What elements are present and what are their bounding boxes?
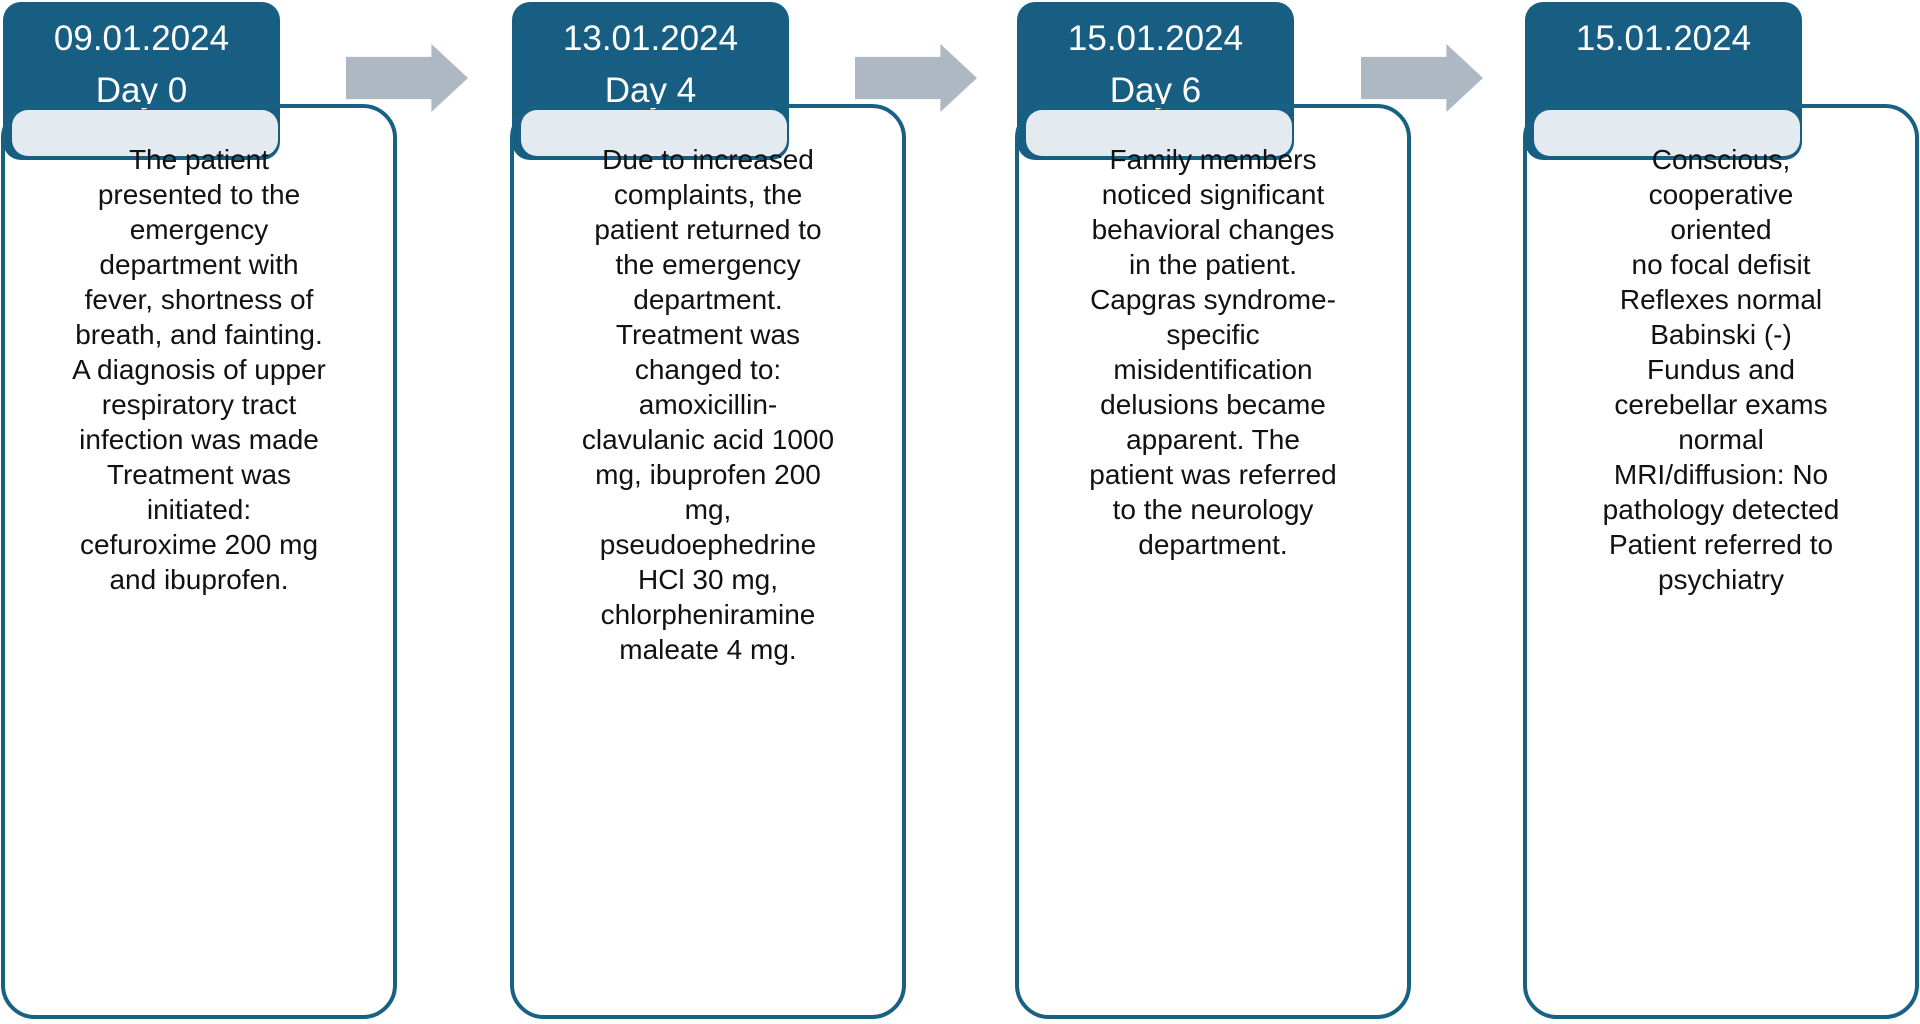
step-1-day: Day 0 xyxy=(95,71,188,110)
step-2-body-text: Due to increased complaints, the patient… xyxy=(581,144,835,665)
timeline-step-3: 15.01.2024 Day 6 Family members noticed … xyxy=(1015,0,1411,1024)
step-1-accent-band xyxy=(12,110,278,156)
timeline-step-2: 13.01.2024 Day 4 Due to increased compla… xyxy=(510,0,906,1024)
step-3-body-text: Family members noticed significant behav… xyxy=(1089,144,1337,560)
step-4-accent-band xyxy=(1534,110,1800,156)
step-1-body-box xyxy=(1,104,397,1019)
step-2-accent-band xyxy=(521,110,787,156)
step-1-body-text: The patient presented to the emergency d… xyxy=(72,144,326,595)
step-4-body-box xyxy=(1523,104,1919,1019)
step-1-date: 09.01.2024 xyxy=(53,19,230,58)
step-3-accent-band xyxy=(1026,110,1292,156)
step-3-day: Day 6 xyxy=(1109,71,1202,110)
step-4-date: 15.01.2024 xyxy=(1575,19,1752,58)
timeline-step-1: 09.01.2024 Day 0 The patient presented t… xyxy=(1,0,397,1024)
step-3-body-box xyxy=(1015,104,1411,1019)
step-4-body-text: Conscious, cooperative oriented no focal… xyxy=(1602,144,1840,595)
step-2-body-box xyxy=(510,104,906,1019)
step-2-day: Day 4 xyxy=(604,71,697,110)
step-2-date: 13.01.2024 xyxy=(562,19,739,58)
step-3-date: 15.01.2024 xyxy=(1067,19,1244,58)
timeline-step-4: 15.01.2024 Conscious, cooperative orient… xyxy=(1523,0,1919,1024)
